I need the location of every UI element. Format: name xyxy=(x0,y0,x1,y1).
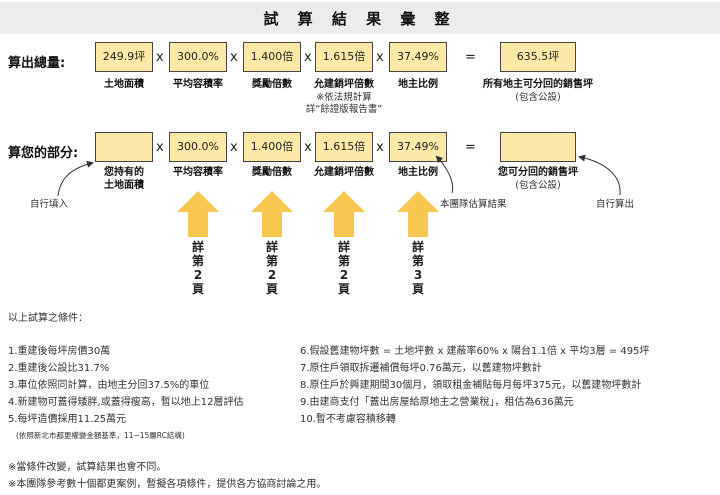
condition-item: 1.重建後每坪房價30萬 xyxy=(8,346,111,357)
row1-sellable-caption: 允建銷坪倍數 xyxy=(314,79,374,90)
multiply-sign: x xyxy=(230,50,238,65)
row2-sellable-caption: 允建銷坪倍數 xyxy=(314,167,374,178)
team-estimate-label: 本團隊估算結果 xyxy=(440,199,507,210)
row2-owner-caption: 地主比例 xyxy=(398,167,438,178)
self-calc-arrow xyxy=(578,154,621,196)
row1-owner-ratio-box: 37.49% xyxy=(389,42,447,72)
row1-result-caption: 所有地主可分回的銷售坪 xyxy=(483,79,593,90)
condition-item: 5.每坪造價採用11.25萬元 xyxy=(8,414,127,425)
multiply-sign: x xyxy=(230,140,238,155)
fill-in-label: 自行填入 xyxy=(30,199,69,210)
condition-item: 2.重建後公設比31.7% xyxy=(8,363,110,374)
row2-result-note: (包含公設) xyxy=(515,180,561,191)
row2-bonus-caption: 獎勵倍數 xyxy=(252,167,292,178)
multiply-sign: x xyxy=(156,50,164,65)
detail-arrow-icon xyxy=(251,191,293,237)
row1-owner-caption: 地主比例 xyxy=(398,79,438,90)
row1-result-note: (包含公設) xyxy=(515,92,561,103)
condition-item: 9.由建商支付「蓋出房屋給原地主之營業稅」，租估為636萬元 xyxy=(300,397,574,408)
row2-land-caption-1: 您持有的 xyxy=(104,167,144,178)
condition-item: 3.車位依照同計算，由地主分回37.5%的車位 xyxy=(8,380,210,391)
multiply-sign: x xyxy=(304,140,312,155)
footnote: ※本團隊參考數十個都更案例，暫擬各項條件，提供各方協商討論之用。 xyxy=(8,479,327,490)
row2-result-box[interactable] xyxy=(500,132,576,162)
conditions-heading: 以上試算之條件： xyxy=(8,313,88,324)
condition-item: 6.假設舊建物坪數 = 土地坪數 x 建蔽率60% x 陽台1.1倍 x 平均3… xyxy=(300,346,650,357)
condition-item: 8.原住戶於興建期間30個月，領取租金補貼每月每坪375元，以舊建物坪數計 xyxy=(300,380,642,391)
row2-label: 算您的部分: xyxy=(8,146,79,161)
row2-sellable-box: 1.615倍 xyxy=(315,132,373,162)
fill-in-arrow xyxy=(57,160,94,197)
condition-item: 7.原住戶領取拆遷補償每坪0.76萬元，以舊建物坪數計 xyxy=(300,363,542,374)
detail-arrow-icon xyxy=(397,191,439,237)
row1-sellable-box: 1.615倍 xyxy=(315,42,373,72)
equals-sign: = xyxy=(465,140,476,155)
row1-land-caption: 土地面積 xyxy=(104,79,144,90)
row2-bonus-box: 1.400倍 xyxy=(243,132,301,162)
detail-arrow-icon xyxy=(177,191,219,237)
condition-item: 4.新建物可蓋得矮胖,或蓋得瘦高，暫以地上12層評估 xyxy=(8,397,244,408)
row1-result-box: 635.5坪 xyxy=(500,42,576,72)
equals-sign: = xyxy=(465,50,476,65)
multiply-sign: x xyxy=(376,140,384,155)
multiply-sign: x xyxy=(376,50,384,65)
row2-land-area-input-box[interactable] xyxy=(95,132,153,162)
condition-item: 10.暫不考慮容積移轉 xyxy=(300,414,396,425)
self-calc-label: 自行算出 xyxy=(596,199,635,210)
row1-label: 算出總量: xyxy=(8,56,66,71)
multiply-sign: x xyxy=(304,50,312,65)
row2-far-box: 300.0% xyxy=(169,132,227,162)
row1-far-caption: 平均容積率 xyxy=(173,79,223,90)
condition-subnote: (依照新北市都更權變金額基準，11~15層RC結構) xyxy=(16,431,185,440)
row2-land-caption-2: 土地面積 xyxy=(104,180,144,191)
row1-far-box: 300.0% xyxy=(169,42,227,72)
row1-land-area-box: 249.9坪 xyxy=(95,42,153,72)
row2-owner-ratio-box: 37.49% xyxy=(389,132,447,162)
page-title: 試 算 結 果 彙 整 xyxy=(263,10,457,28)
row2-result-caption: 您可分回的銷售坪 xyxy=(498,167,578,178)
footnote: ※當條件改變，試算結果也會不同。 xyxy=(8,462,167,473)
team-estimate-arrow xyxy=(435,155,454,194)
multiply-sign: x xyxy=(156,140,164,155)
row1-sellable-note-2: 詳“餘證版報告書” xyxy=(305,104,383,115)
row1-bonus-caption: 獎勵倍數 xyxy=(252,79,292,90)
row2-far-caption: 平均容積率 xyxy=(173,167,223,178)
detail-arrow-icon xyxy=(323,191,365,237)
row1-bonus-box: 1.400倍 xyxy=(243,42,301,72)
row1-sellable-note: ※依法規計算 xyxy=(316,92,372,103)
title-bar xyxy=(0,2,720,34)
